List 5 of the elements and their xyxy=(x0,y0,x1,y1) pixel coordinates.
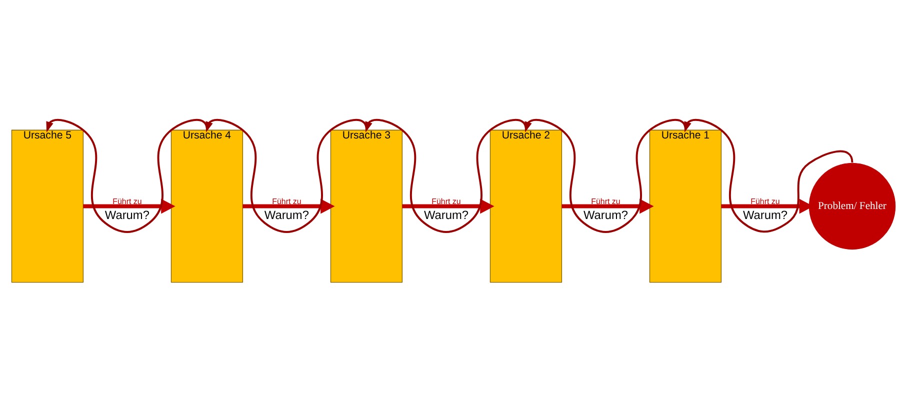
edge-label: Warum? xyxy=(742,208,787,222)
edge-label: Warum? xyxy=(264,208,308,222)
edge-label: Warum? xyxy=(104,208,149,222)
edge-label: Warum? xyxy=(423,208,468,222)
edge-label: Warum? xyxy=(582,208,628,222)
